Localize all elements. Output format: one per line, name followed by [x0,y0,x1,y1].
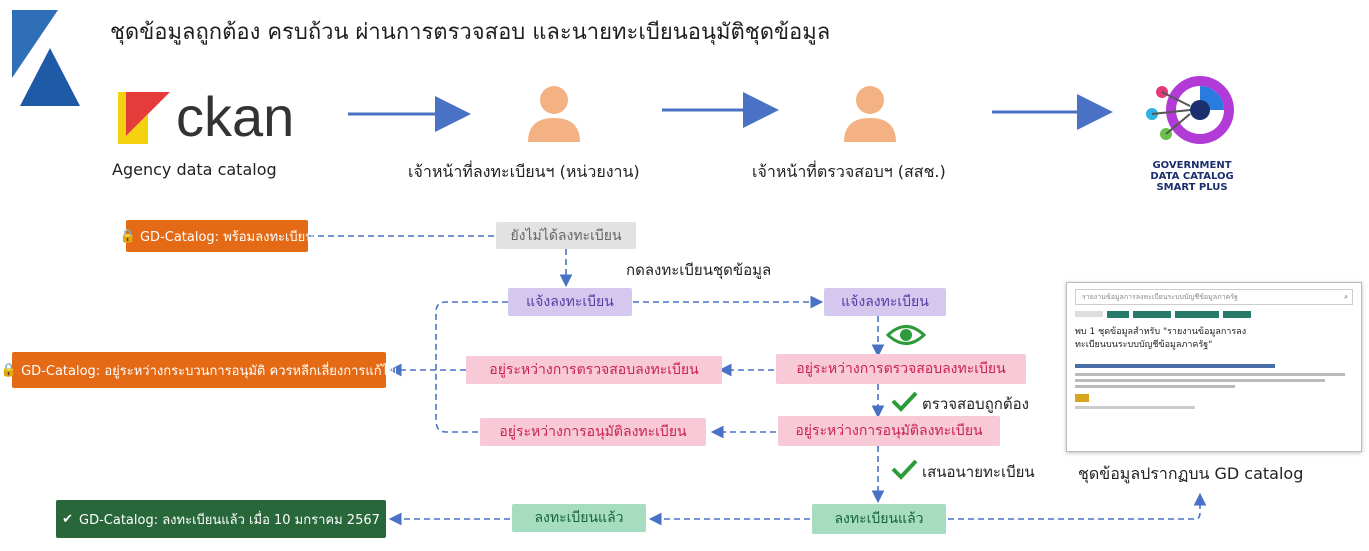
eye-icon [886,325,926,345]
ckan-logo-text: ckan [176,85,295,148]
page-title: ชุดข้อมูลถูกต้อง ครบถ้วน ผ่านการตรวจสอบ … [110,20,831,45]
right-notify-box: แจ้งลงทะเบียน [824,288,946,316]
left-approving-box: อยู่ระหว่างการอนุมัติลงทะเบียน [480,418,706,446]
gd-logo-icon [1146,76,1234,144]
gd-logo-line-2: DATA CATALOG [1150,171,1234,182]
status-badge-in-process-label: GD-Catalog: อยู่ระหว่างกระบวนการอนุมัติ … [21,363,398,379]
status-badge-registered-label: GD-Catalog: ลงทะเบียนแล้ว เมื่อ 10 มกราค… [79,512,380,528]
gd-catalog-screenshot: รายงานข้อมูลการลงทะเบียนระบบบัญชีข้อมูลภ… [1066,282,1362,452]
check-submit-icon [891,459,918,480]
verified-note: ตรวจสอบถูกต้อง [922,395,1029,413]
left-notify-box: แจ้งลงทะเบียน [508,288,632,316]
screenshot-filter-row [1075,311,1353,318]
reviewer-label: เจ้าหน้าที่ตรวจสอบฯ (สสช.) [752,162,946,181]
status-badge-registered: ✔ GD-Catalog: ลงทะเบียนแล้ว เมื่อ 10 มกร… [56,500,386,538]
registrar-label: เจ้าหน้าที่ลงทะเบียนฯ (หน่วยงาน) [408,162,640,181]
right-reviewing-box: อยู่ระหว่างการตรวจสอบลงทะเบียน [776,354,1026,384]
screenshot-search-text: รายงานข้อมูลการลงทะเบียนระบบบัญชีข้อมูลภ… [1082,292,1238,301]
ckan-logo: ckan [118,85,294,150]
corner-logo [12,10,80,106]
status-badge-in-process: 🔒 GD-Catalog: อยู่ระหว่างกระบวนการอนุมัต… [1,352,397,388]
agency-label: Agency data catalog [112,160,277,179]
screenshot-result-heading: พบ 1 ชุดข้อมูลสำหรับ "รายงานข้อมูลการลงท… [1075,327,1247,350]
screenshot-result-lines [1075,364,1353,409]
status-badge-ready: 🔒 GD-Catalog: พร้อมลงทะเบียน [120,220,314,252]
right-approving-box: อยู่ระหว่างการอนุมัติลงทะเบียน [778,416,1000,446]
submit-note: เสนอนายทะเบียน [922,463,1035,481]
check-icon: ✔ [62,511,73,527]
lock-icon: 🔒 [0,362,18,378]
gd-catalog-logo: GOVERNMENT DATA CATALOG SMART PLUS [1142,70,1242,200]
gd-logo-line-3: SMART PLUS [1156,182,1228,193]
ckan-mark-icon [118,92,170,144]
reviewer-person-icon [844,86,896,142]
screenshot-search-bar: รายงานข้อมูลการลงทะเบียนระบบบัญชีข้อมูลภ… [1075,289,1353,305]
left-not-registered-box: ยังไม่ได้ลงทะเบียน [496,222,636,249]
search-icon: ⌕ [1344,292,1348,301]
left-reviewing-box: อยู่ระหว่างการตรวจสอบลงทะเบียน [466,356,722,384]
status-badge-ready-label: GD-Catalog: พร้อมลงทะเบียน [139,229,315,245]
check-verified-icon [891,391,918,412]
right-registered-box: ลงทะเบียนแล้ว [812,504,946,534]
gd-logo-line-1: GOVERNMENT [1152,160,1232,171]
appears-note: ชุดข้อมูลปรากฏบน GD catalog [1078,464,1304,483]
click-register-note: กดลงทะเบียนชุดข้อมูล [626,261,772,279]
lock-icon: 🔒 [119,228,136,244]
left-registered-box: ลงทะเบียนแล้ว [512,504,646,532]
registrar-person-icon [528,86,580,142]
